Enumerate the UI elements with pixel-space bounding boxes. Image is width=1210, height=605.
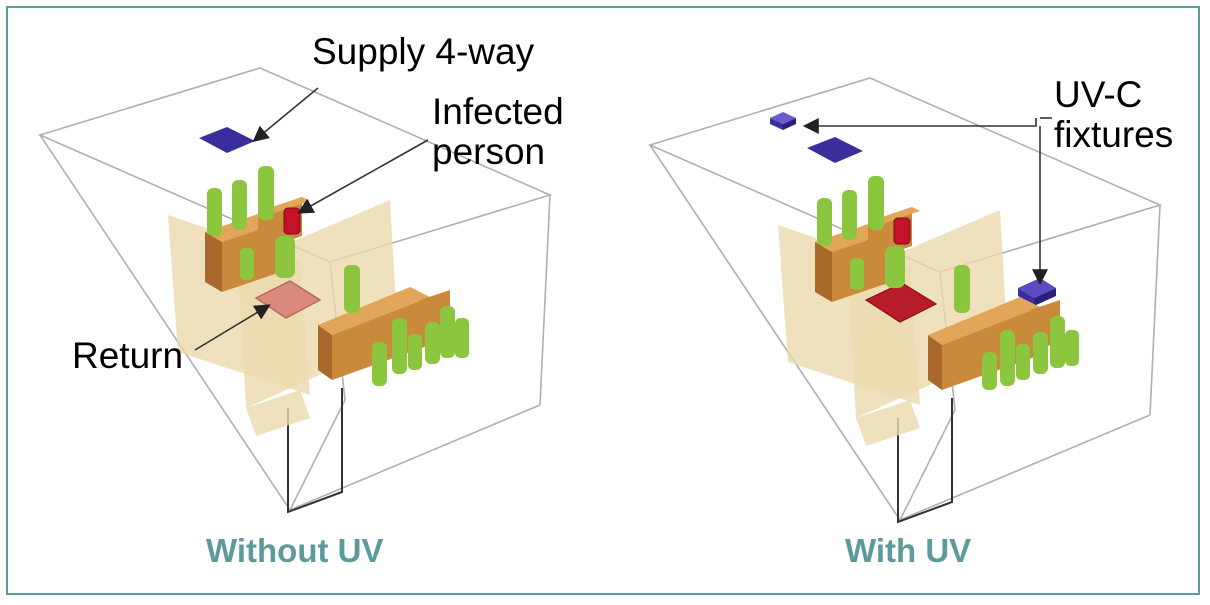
occupants-back [207,166,295,280]
label-return: Return [72,335,184,376]
label-infected-text: Infected person [432,91,564,172]
infected-person [283,207,301,235]
door-outline [897,398,953,524]
occupants-back [817,176,905,290]
room-with-uv [647,77,1163,524]
return-grille [864,282,938,323]
label-supply: Supply 4-way [312,31,535,72]
supply-diffuser [807,137,863,163]
label-infected: Infected person [432,92,582,172]
uvc-fixture-ceiling [770,112,796,130]
door-outline [287,388,343,514]
label-uvc: UV-C fixtures [1054,75,1184,155]
caption-without-uv: Without UV [206,532,384,569]
occupant-seated [893,217,911,245]
occupants-front [954,265,1079,390]
return-grille [254,280,322,319]
uvc-callout-lines [802,117,1052,286]
label-uvc-text: UV-C fixtures [1054,74,1174,155]
occupants-front [344,265,469,386]
callout-lines [194,87,429,351]
supply-diffuser [199,127,255,153]
room-without-uv [37,67,553,514]
desk-cluster-front [318,287,450,380]
caption-with-uv: With UV [845,532,972,569]
